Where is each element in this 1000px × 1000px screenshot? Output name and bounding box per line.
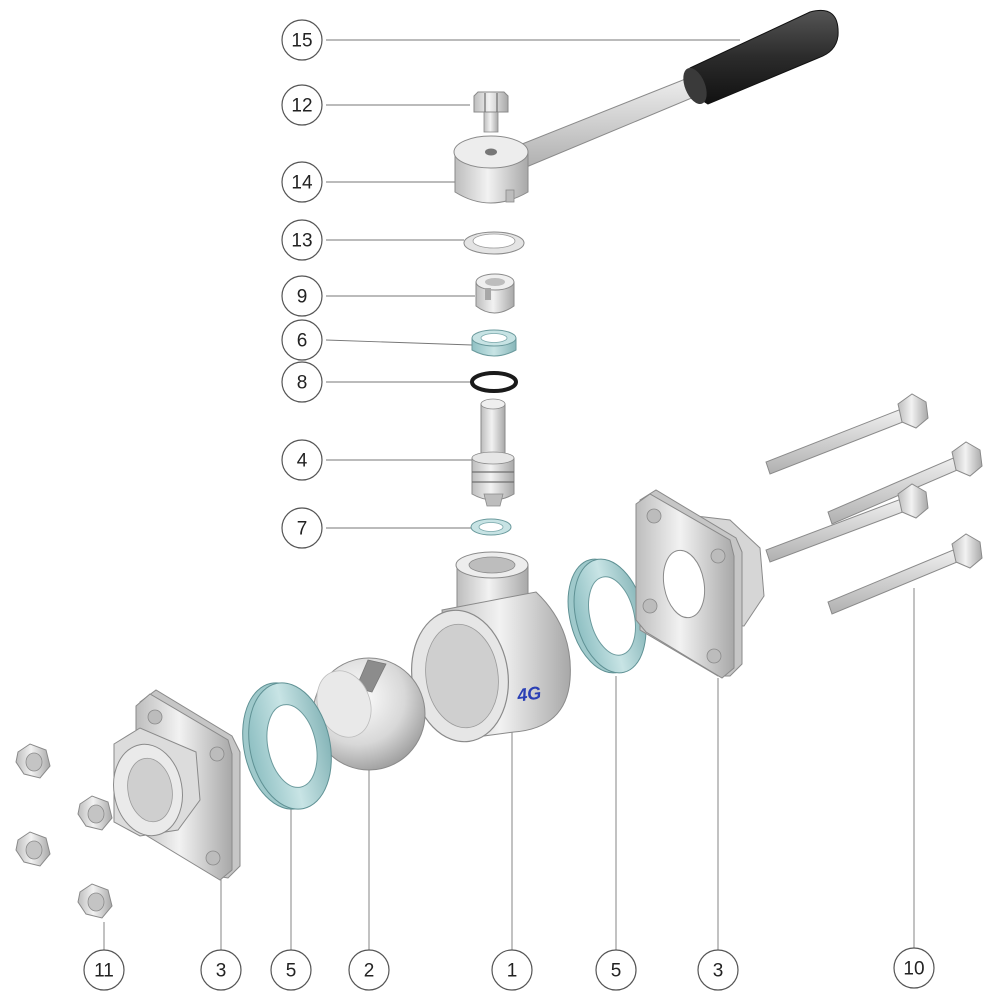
hex-nut-2 [77,795,113,831]
callout-1-label: 1 [507,961,518,982]
hex-nut-4 [77,883,113,919]
leader-6 [325,339,473,346]
callout-5-right: 5 [595,949,637,991]
callout-15: 15 [281,19,323,61]
callout-12-label: 12 [291,96,312,117]
callout-5-right-label: 5 [611,961,622,982]
callout-10: 10 [893,947,935,989]
flange-left [113,689,241,881]
callout-3-left-label: 3 [216,961,227,982]
callout-4-label: 4 [297,451,308,472]
gland-nut [475,273,515,314]
seat-gasket-left [242,682,332,810]
handle-lever [511,10,839,169]
callout-13-label: 13 [291,231,312,252]
callout-3-right-label: 3 [713,961,724,982]
leader-lines [103,39,915,950]
callout-6: 6 [281,319,323,361]
packing-ring [471,329,517,357]
callout-11: 11 [83,949,125,991]
callout-9-label: 9 [297,287,308,308]
callout-4: 4 [281,439,323,481]
callout-13: 13 [281,219,323,261]
callout-10-label: 10 [903,959,924,980]
long-bolt-3 [765,483,929,563]
callout-1: 1 [491,949,533,991]
callout-2-label: 2 [364,961,375,982]
valve-stem [471,398,515,507]
hex-nut-3 [15,831,51,867]
callout-7: 7 [281,507,323,549]
hex-nut-1 [15,743,51,779]
callout-8-label: 8 [297,373,308,394]
callout-12: 12 [281,84,323,126]
body-logo: 4G [515,682,543,705]
washer [463,231,525,255]
callout-15-label: 15 [291,31,312,52]
callout-5-left: 5 [270,949,312,991]
callout-8: 8 [281,361,323,403]
callout-5-left-label: 5 [286,961,297,982]
callout-14: 14 [281,161,323,203]
callout-3-left: 3 [200,949,242,991]
long-bolts [765,393,983,615]
callout-9: 9 [281,275,323,317]
callout-7-label: 7 [297,519,308,540]
valve-body: 4G [410,551,571,743]
long-bolt-2 [827,441,983,525]
o-ring [470,371,518,393]
seat-gasket-right [567,558,647,674]
hex-nuts [15,743,113,919]
callout-2: 2 [348,949,390,991]
flange-right [635,489,765,679]
callout-6-label: 6 [297,331,308,352]
callout-3-right: 3 [697,949,739,991]
long-bolt-1 [765,393,929,475]
handle-hub [453,135,529,204]
callout-11-label: 11 [94,961,114,982]
top-bolt [473,91,509,133]
callout-14-label: 14 [291,173,313,194]
callouts: 15 12 14 13 9 6 8 4 7 11 3 5 2 1 5 3 10 [83,19,935,991]
thrust-washer [470,518,512,536]
long-bolt-4 [827,533,983,615]
ball [312,657,426,771]
